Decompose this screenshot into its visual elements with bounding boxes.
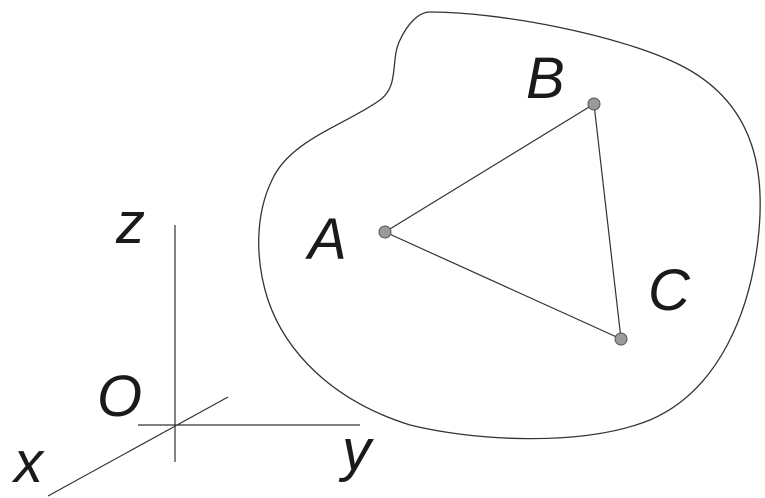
point-b: [587, 97, 601, 111]
x-axis: [47, 396, 229, 497]
point-a: [378, 225, 392, 239]
label-a: A: [305, 207, 347, 272]
label-y: y: [338, 418, 374, 483]
segment-ca: [384, 231, 622, 340]
label-origin: O: [97, 364, 142, 429]
segment-ab: [384, 103, 595, 233]
label-b: B: [526, 46, 565, 111]
label-c: C: [648, 258, 691, 323]
label-x: x: [11, 430, 45, 495]
point-c: [614, 332, 628, 346]
plane-boundary: [258, 11, 761, 440]
label-z: z: [115, 191, 145, 256]
segment-bc: [593, 103, 622, 340]
